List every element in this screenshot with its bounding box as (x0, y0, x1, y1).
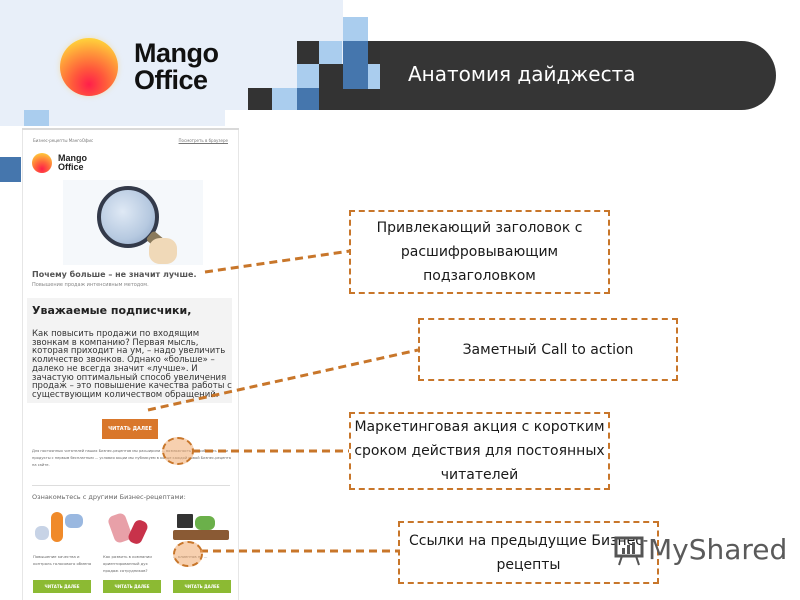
related-read-more-button-1[interactable]: ЧИТАТЬ ДАЛЕЕ (33, 580, 91, 593)
promo-text: Для постоянных читателей наших Бизнес-ре… (32, 449, 232, 467)
presentation-board-icon (614, 536, 644, 565)
promo-highlight-marker (162, 437, 194, 465)
box-illustration (35, 526, 49, 540)
decor-tile (319, 41, 342, 64)
magnifier-handshake-icon (97, 186, 159, 248)
mango-logo-icon (60, 38, 118, 96)
mango-office-logo: Mango Office (60, 38, 219, 96)
email-headline: Почему больше – не значит лучше. (32, 270, 197, 279)
logo-line-2: Office (134, 65, 208, 95)
related-highlight-marker (173, 541, 203, 567)
read-more-cta-button[interactable]: ЧИТАТЬ ДАЛЕЕ (102, 419, 158, 439)
decor-tile (0, 157, 21, 182)
decor-tile (272, 88, 297, 110)
monitor-illustration (177, 514, 193, 528)
decor-tile (248, 88, 272, 110)
logo-wordmark: Mango Office (134, 40, 219, 94)
decor-tile (297, 64, 319, 88)
email-subheadline: Повышение продаж интенсивным методом. (32, 282, 149, 288)
email-greeting: Уважаемые подписчики, (32, 304, 192, 317)
plant-illustration (195, 516, 215, 530)
email-logo-wordmark: Mango Office (58, 154, 87, 172)
decor-tile (319, 64, 343, 110)
related-thumbnail-1 (33, 508, 89, 548)
related-thumbnail-3 (173, 508, 229, 548)
decor-tile (343, 17, 368, 41)
decor-tile (297, 88, 319, 110)
callout-call-to-action: Заметный Call to action (418, 318, 678, 381)
related-caption-2: Как развить в компании ориентированный д… (103, 554, 152, 573)
callout-headline: Привлекающий заголовок с расшифровывающи… (349, 210, 610, 294)
related-read-more-button-3[interactable]: ЧИТАТЬ ДАЛЕЕ (173, 580, 231, 593)
divider (32, 485, 230, 486)
slide-title: Анатомия дайджеста (408, 62, 636, 86)
decor-tile (343, 89, 380, 110)
email-logo: Mango Office (32, 153, 238, 173)
email-top-bar: Бизнес-рецепты МангоОфис Посмотреть в бр… (23, 130, 238, 143)
email-logo-line-2: Office (58, 162, 84, 172)
decor-tile (343, 41, 368, 89)
connector-cta (147, 348, 419, 412)
hand-illustration (149, 238, 177, 264)
character-illustration (51, 512, 63, 542)
email-body-box (27, 298, 232, 403)
email-digest-preview: Бизнес-рецепты МангоОфис Посмотреть в бр… (22, 130, 239, 600)
email-body-text: Как повысить продажи по входящим звонкам… (32, 329, 232, 400)
monitor-illustration (65, 514, 83, 528)
related-heading: Ознакомьтесь с другими Бизнес-рецептами: (32, 493, 186, 501)
related-caption-1: Повышение качества и контроль голосового… (33, 554, 92, 566)
logo-line-1: Mango (134, 38, 219, 68)
watermark-text: MyShared (648, 533, 788, 566)
title-bar (380, 41, 776, 110)
mango-logo-icon (32, 153, 52, 173)
desk-illustration (173, 530, 229, 540)
email-sender-label: Бизнес-рецепты МангоОфис (33, 138, 94, 143)
connector-headline (204, 249, 351, 274)
decor-tile (24, 110, 49, 126)
decor-tile (297, 41, 319, 64)
callout-marketing-promo: Маркетинговая акция с коротким сроком де… (349, 412, 610, 490)
decor-tile (368, 41, 380, 64)
myshared-watermark: MyShared (614, 533, 787, 566)
view-in-browser-link[interactable]: Посмотреть в браузере (178, 138, 228, 143)
related-read-more-button-2[interactable]: ЧИТАТЬ ДАЛЕЕ (103, 580, 161, 593)
email-logo-line-1: Mango (58, 153, 87, 163)
